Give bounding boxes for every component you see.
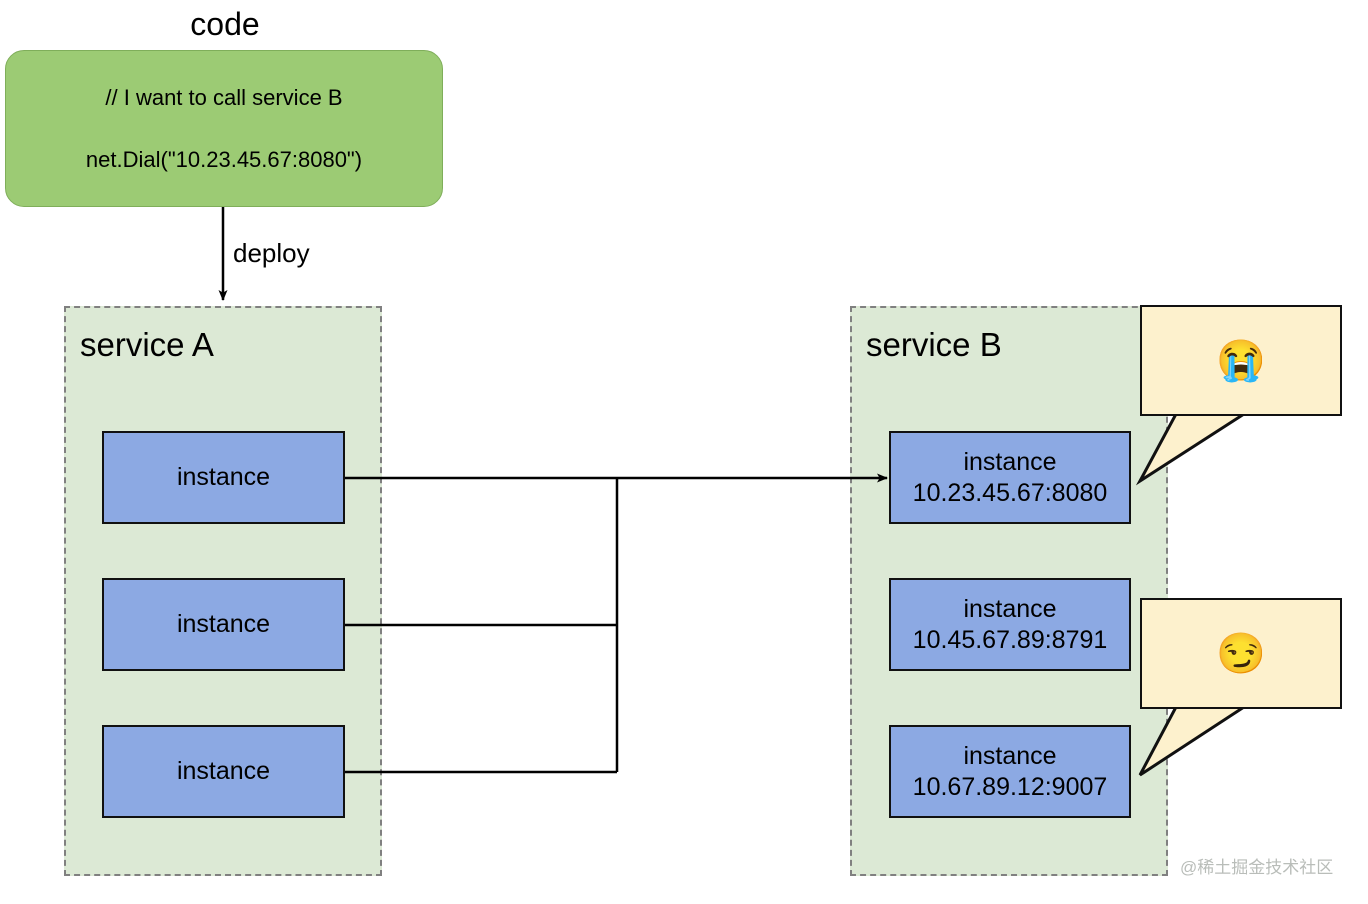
instance-address: 10.45.67.89:8791 <box>912 625 1108 654</box>
instance-label: instance <box>963 447 1057 476</box>
instance-label: instance <box>176 757 271 785</box>
instance-address: 10.23.45.67:8080 <box>912 478 1108 507</box>
service-b-instance-3: instance 10.67.89.12:9007 <box>889 725 1131 818</box>
watermark: @稀土掘金技术社区 <box>1180 858 1334 877</box>
instance-address: 10.67.89.12:9007 <box>912 772 1108 801</box>
code-box: // I want to call service B net.Dial("10… <box>5 50 443 207</box>
service-a-instance-2: instance <box>102 578 345 671</box>
deploy-label: deploy <box>233 238 310 268</box>
speech-bubble-smirking: 😏 <box>1140 598 1342 709</box>
service-a-instance-3: instance <box>102 725 345 818</box>
code-title: code <box>190 6 260 42</box>
code-comment-line: // I want to call service B <box>105 84 343 110</box>
service-a-instance-1: instance <box>102 431 345 524</box>
instance-label: instance <box>963 594 1057 623</box>
instance-label: instance <box>963 741 1057 770</box>
service-b-instance-1: instance 10.23.45.67:8080 <box>889 431 1131 524</box>
loudly-crying-face-icon: 😭 <box>1216 338 1266 383</box>
service-b-instance-2: instance 10.45.67.89:8791 <box>889 578 1131 671</box>
instance-label: instance <box>176 610 271 638</box>
service-a-title: service A <box>80 326 214 363</box>
code-call-line: net.Dial("10.23.45.67:8080") <box>85 146 363 172</box>
speech-bubble-crying: 😭 <box>1140 305 1342 416</box>
instance-label: instance <box>176 463 271 491</box>
service-b-title: service B <box>866 326 1002 363</box>
smirking-face-icon: 😏 <box>1216 631 1266 676</box>
